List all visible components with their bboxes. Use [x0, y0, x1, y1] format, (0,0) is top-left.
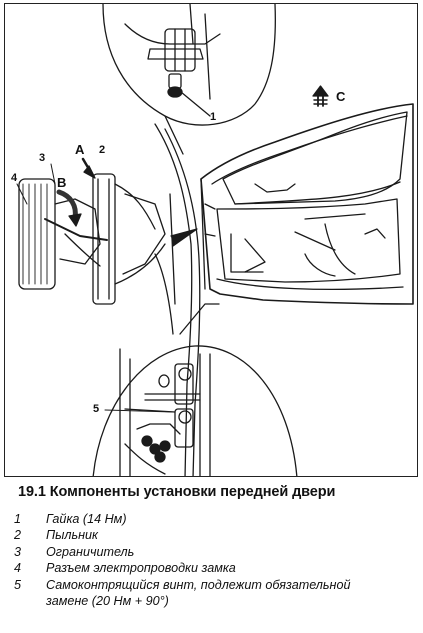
legend-item: 3 Ограничитель: [14, 544, 414, 560]
legend-item-text: Разъем электропроводки замка: [46, 561, 236, 576]
legend-item-number: 4: [14, 561, 22, 576]
callout-3: 3: [39, 152, 46, 164]
callout-1: 1: [210, 111, 217, 123]
legend-item: 1 Гайка (14 Нм): [14, 511, 414, 527]
legend-item: 4 Разъем электропроводки замка: [14, 560, 414, 576]
legend-item-text: Ограничитель: [46, 544, 135, 559]
legend-item-text: Самоконтрящийся винт, подлежит обязатель…: [46, 577, 351, 592]
legend-item-number: 2: [14, 528, 22, 543]
door-line-drawing: [16, 4, 414, 476]
callout-2: 2: [99, 144, 106, 156]
a-pillar-inner: [164, 128, 201, 476]
legend-item-text: Гайка (14 Нм): [46, 512, 127, 526]
callout-5: 5: [93, 403, 100, 415]
upper-hinge-detail: [102, 4, 276, 126]
callout-a: A: [75, 142, 85, 157]
front-door-panel: [170, 103, 414, 305]
legend-item-text: Пыльник: [46, 528, 98, 543]
legend-item-number: 5: [14, 577, 22, 592]
door-limiter-detail: [18, 157, 166, 305]
callout-b: B: [57, 175, 67, 190]
lower-hinge-detail: [92, 345, 298, 476]
callout-c: C: [336, 89, 346, 104]
legend-item-text: замене (20 Нм + 90°): [46, 594, 169, 609]
legend-list: 1 Гайка (14 Нм) 2 Пыльник 3 Ограничитель…: [14, 511, 414, 609]
legend-item: 5 Самоконтрящийся винт, подлежит обязате…: [14, 577, 414, 593]
a-pillar-outline: [154, 123, 193, 476]
arrow-c: [312, 85, 329, 107]
legend-item-number: 1: [14, 512, 22, 526]
figure-caption: 19.1 Компоненты установки передней двери: [18, 484, 336, 500]
legend-item-number: 3: [14, 544, 22, 559]
legend-item: замене (20 Нм + 90°): [14, 593, 414, 609]
callout-4: 4: [11, 172, 18, 184]
door-installation-figure: 1 2 3 4 5 A B C: [4, 3, 418, 477]
legend-item: 2 Пыльник: [14, 527, 414, 543]
legend-item-number: [14, 593, 46, 609]
